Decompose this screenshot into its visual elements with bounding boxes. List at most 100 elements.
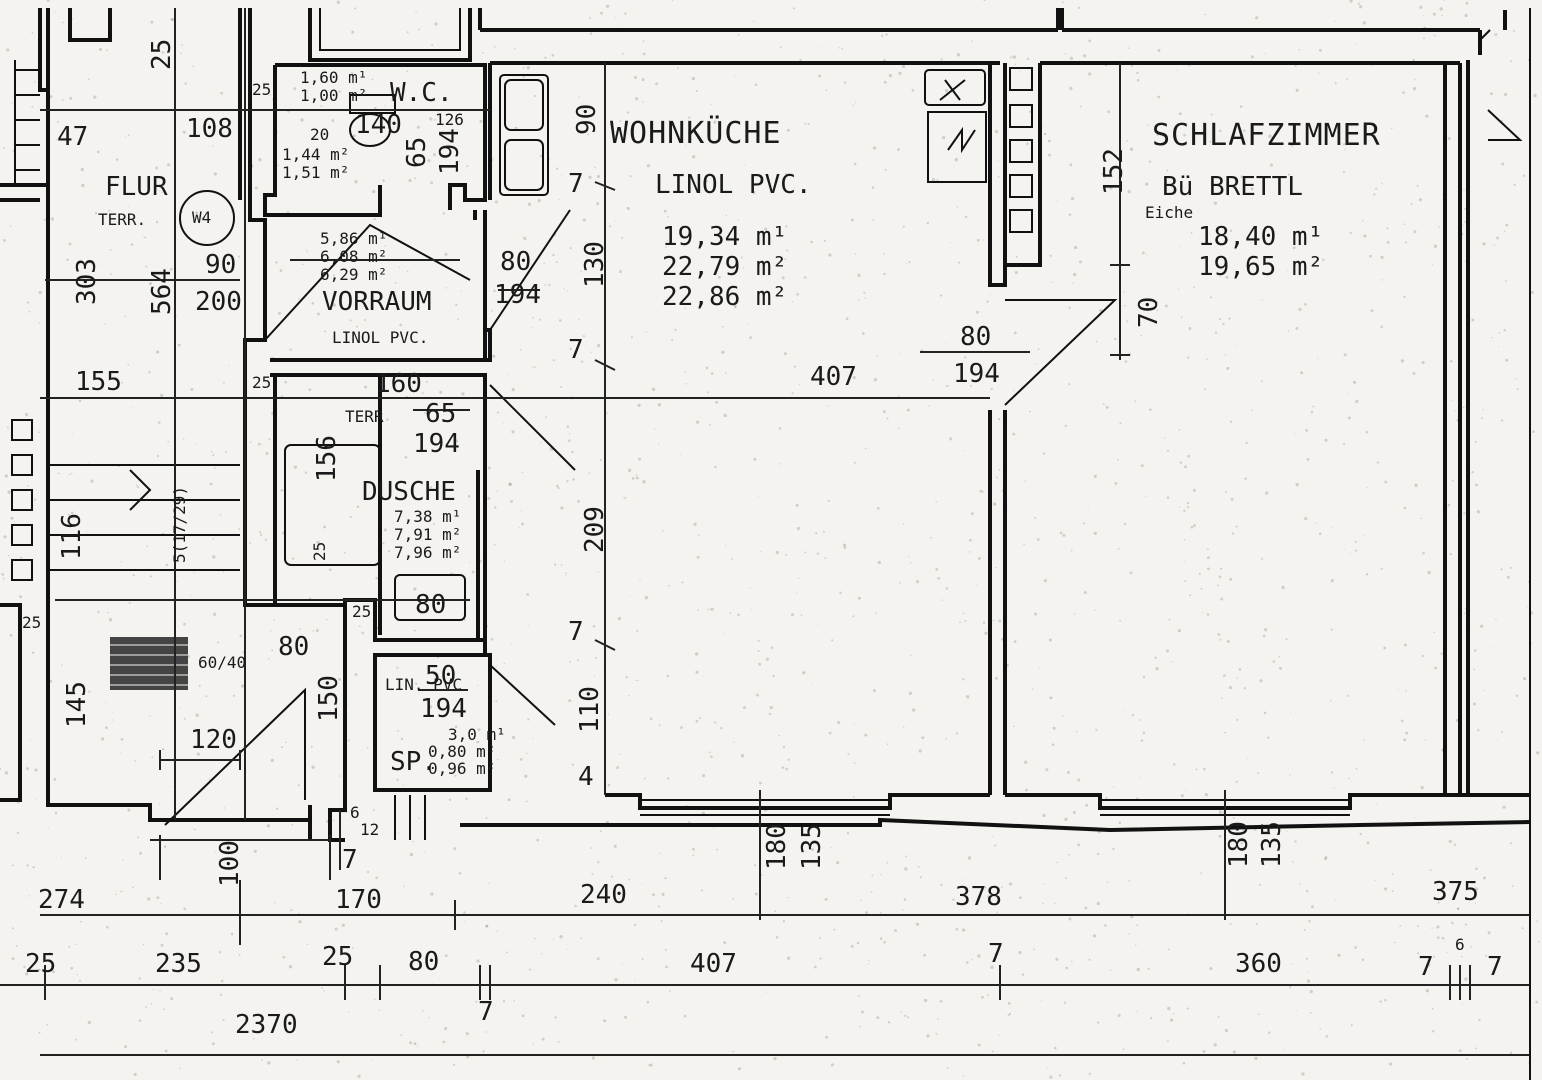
window-2-height: 180 xyxy=(1224,821,1254,868)
dim-k-7a: 7 xyxy=(568,169,584,199)
dim-274: 274 xyxy=(38,885,85,915)
door-c-height: 194 xyxy=(413,429,460,459)
schlafzimmer-name: SCHLAFZIMMER xyxy=(1152,118,1381,153)
wohnkueche-area3: 22,86 m² xyxy=(662,282,787,312)
chimney-blocks xyxy=(11,67,1033,581)
dim-6: 6 xyxy=(1455,935,1465,954)
dusche-area3: 7,96 m² xyxy=(394,543,461,562)
dim-m-150: 150 xyxy=(314,675,344,722)
boiler-label: W4 xyxy=(192,208,211,227)
wc-area2: 1,00 m² xyxy=(300,86,367,105)
vorraum-area2: 6,08 m² xyxy=(320,247,387,266)
misc-dimensions: 108 155 160 407 25 25 25 156 25 80 80 12… xyxy=(22,80,857,887)
sp-floor: LIN. PVC xyxy=(385,675,462,694)
dim-7a: 7 xyxy=(988,939,1004,969)
dim-m-25c: 25 xyxy=(22,613,41,632)
stairs xyxy=(14,60,240,571)
wc-name: W.C. xyxy=(390,78,453,108)
vorraum-floor: LINOL PVC. xyxy=(332,328,428,347)
flur-name: FLUR xyxy=(105,172,168,202)
dim-m-108: 108 xyxy=(186,114,233,144)
room-labels: WOHNKÜCHE LINOL PVC. 19,34 m¹ 22,79 m² 2… xyxy=(98,68,1381,778)
window-2-width: 135 xyxy=(1257,821,1287,868)
dim-v-47: 47 xyxy=(57,122,88,152)
flur-floor: TERR. xyxy=(98,210,146,229)
dim-m-7: 7 xyxy=(342,845,358,875)
door-a-width: 80 xyxy=(960,322,991,352)
dim-b-152: 152 xyxy=(1099,148,1129,195)
edge-fragments xyxy=(1478,8,1531,1080)
radiator-dim: 60/40 xyxy=(198,653,246,672)
dim-v-25: 25 xyxy=(147,39,177,70)
dim-80: 80 xyxy=(408,947,439,977)
wc-note1: 1,44 m² xyxy=(282,145,349,164)
sp-area2: 0,80 m² xyxy=(428,742,495,761)
dim-k-110: 110 xyxy=(575,686,605,733)
door-a-height: 194 xyxy=(953,359,1000,389)
dim-v-116: 116 xyxy=(57,513,87,560)
door-b-width: 80 xyxy=(500,247,531,277)
dim-m-20: 20 xyxy=(310,125,329,144)
schlafzimmer-area1: 18,40 m¹ xyxy=(1198,222,1323,252)
dim-m-25e: 25 xyxy=(352,602,371,621)
dim-170: 170 xyxy=(335,885,382,915)
bottom-dimensions: 274 170 240 378 375 25 235 25 80 407 7 3… xyxy=(25,821,1503,1040)
dim-k-90: 90 xyxy=(572,104,602,135)
dim-v-303: 303 xyxy=(72,258,102,305)
dim-m-100: 100 xyxy=(215,840,245,887)
dim-m-25b: 25 xyxy=(252,80,271,99)
symbol-labels: W4 5(17/29) 60/40 xyxy=(170,208,246,672)
door-swings xyxy=(164,29,1523,826)
dim-v-564: 564 xyxy=(147,268,177,315)
schlafzimmer-area2: 19,65 m² xyxy=(1198,252,1323,282)
vorraum-area1: 5,86 m¹ xyxy=(320,229,387,248)
wohnkueche-name: WOHNKÜCHE xyxy=(610,115,782,151)
dim-m-12: 12 xyxy=(360,820,379,839)
dim-360: 360 xyxy=(1235,949,1282,979)
dim-235: 235 xyxy=(155,949,202,979)
dim-m-155: 155 xyxy=(75,367,122,397)
door-d-width: 50 xyxy=(425,661,456,691)
dim-25b: 25 xyxy=(322,942,353,972)
dim-7b: 7 xyxy=(1418,952,1434,982)
dim-25a: 25 xyxy=(25,949,56,979)
dim-m-80a: 80 xyxy=(278,632,309,662)
wohnkueche-floor: LINOL PVC. xyxy=(655,170,812,200)
sp-name: SP. xyxy=(390,747,437,777)
sp-area1: 3,0 m¹ xyxy=(448,725,506,744)
schlafzimmer-floor-note: Eiche xyxy=(1145,203,1193,222)
door-e-width: 90 xyxy=(205,250,236,280)
dim-m-25a: 25 xyxy=(252,373,271,392)
dim-240: 240 xyxy=(580,880,627,910)
sp-area3: 0,96 m² xyxy=(428,759,495,778)
dusche-area2: 7,91 m² xyxy=(394,525,461,544)
dim-378: 378 xyxy=(955,882,1002,912)
dim-total: 2370 xyxy=(235,1010,298,1040)
door-c-width: 65 xyxy=(425,399,456,429)
kitchen-fixtures xyxy=(499,69,987,196)
dim-m-126: 126 xyxy=(435,110,464,129)
dim-m-407: 407 xyxy=(810,362,857,392)
door-dimensions: 80 194 80 194 65 194 50 194 90 200 xyxy=(195,247,1000,724)
dim-k-7b: 7 xyxy=(568,335,584,365)
dim-375: 375 xyxy=(1432,877,1479,907)
dim-k-4: 4 xyxy=(578,762,594,792)
dim-k-7c: 7 xyxy=(568,617,584,647)
radiator-lines xyxy=(110,644,188,686)
dimension-lines xyxy=(0,8,1530,1056)
dim-m-6: 6 xyxy=(350,803,360,822)
dim-m-194: 194 xyxy=(435,128,465,175)
dim-m-65: 65 xyxy=(402,137,432,168)
vorraum-name: VORRAUM xyxy=(322,287,432,317)
dim-m-80b: 80 xyxy=(415,590,446,620)
wohnkueche-area2: 22,79 m² xyxy=(662,252,787,282)
stair-label: 5(17/29) xyxy=(170,486,189,563)
wohnkueche-area1: 19,34 m¹ xyxy=(662,222,787,252)
dim-407-bottom: 407 xyxy=(690,949,737,979)
door-e-height: 200 xyxy=(195,287,242,317)
bath-fixtures xyxy=(179,94,466,621)
dim-v-145: 145 xyxy=(62,681,92,728)
door-b-height: 194 xyxy=(494,280,541,310)
